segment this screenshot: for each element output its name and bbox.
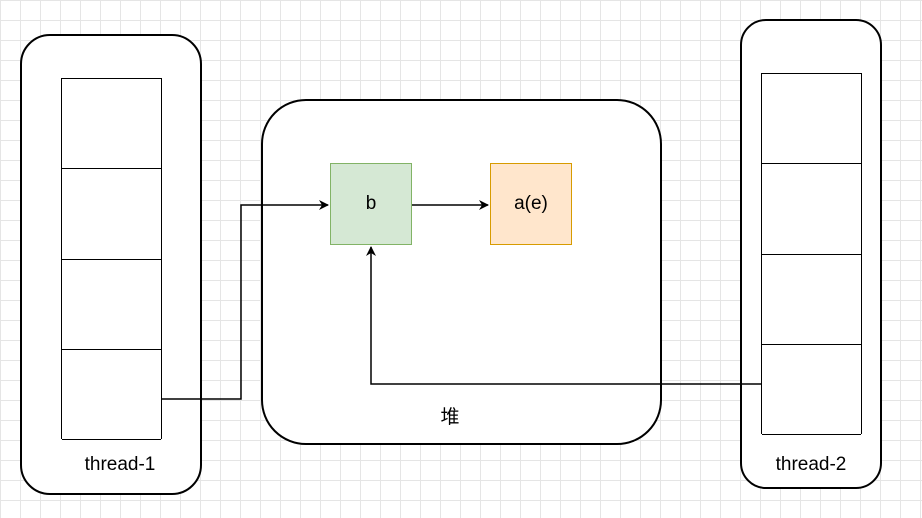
thread-2-label: thread-2 bbox=[775, 454, 847, 475]
object-a-label: a(e) bbox=[514, 193, 548, 214]
thread-1-stack-frame bbox=[62, 260, 161, 350]
heap-label: 堆 bbox=[440, 406, 460, 428]
thread-1-stack bbox=[61, 78, 162, 440]
thread-2-stack-frame bbox=[762, 164, 861, 255]
thread-1-stack-frame bbox=[62, 350, 161, 440]
thread-2-stack-frame bbox=[762, 74, 861, 165]
thread-1-label: thread-1 bbox=[84, 454, 156, 475]
thread-2-stack-frame bbox=[762, 255, 861, 345]
heap-container bbox=[261, 99, 662, 445]
object-a-node: a(e) bbox=[490, 163, 572, 245]
thread-1-stack-frame bbox=[62, 79, 161, 170]
thread-1-stack-frame bbox=[62, 169, 161, 260]
thread-2-stack-frame bbox=[762, 345, 861, 435]
object-b-label: b bbox=[365, 193, 377, 214]
object-b-node: b bbox=[330, 163, 412, 245]
thread-2-stack bbox=[761, 73, 862, 435]
